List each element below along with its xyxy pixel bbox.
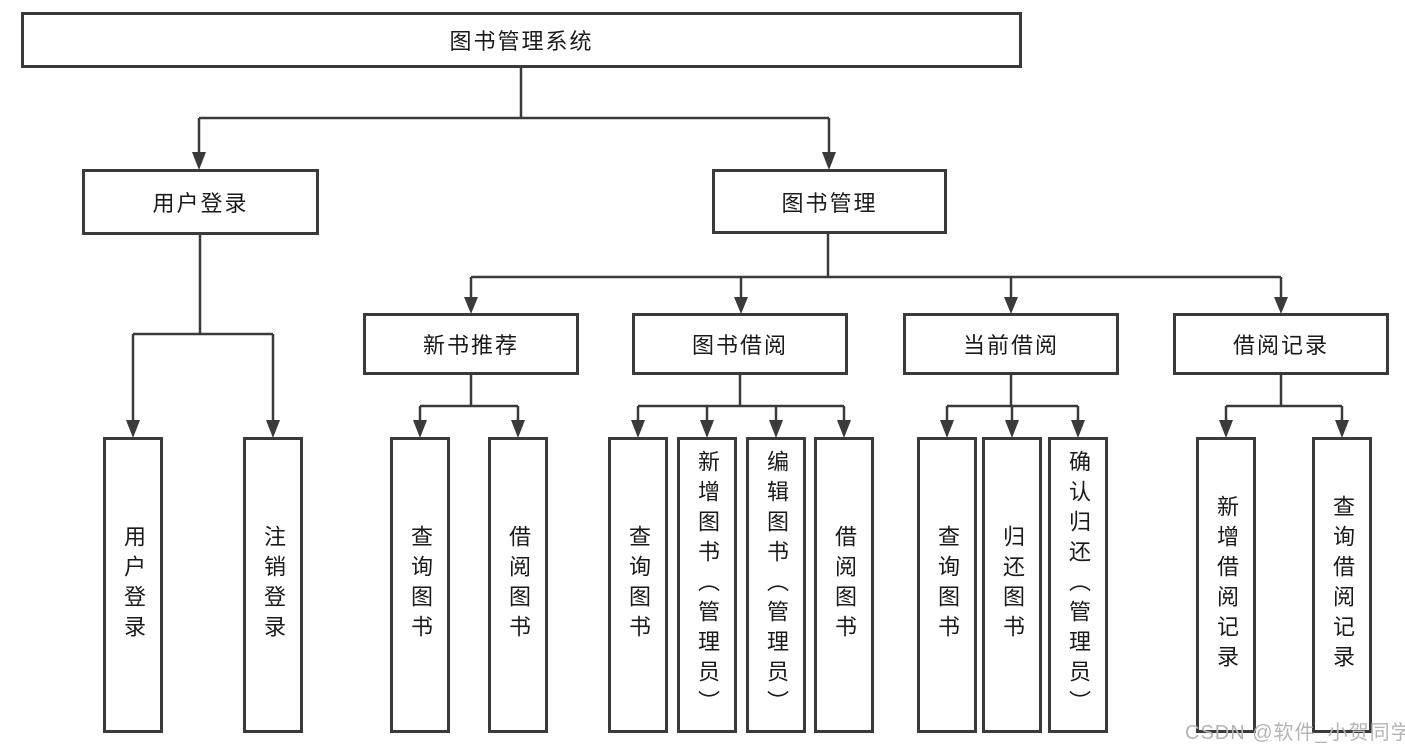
connector-current-to-leaves [945,375,1080,421]
connector-borrow-to-leaves [636,375,846,421]
leaf-borrow-add-book-admin: 新增图书（管理员） [677,437,737,733]
connector-record-to-leaves [1224,375,1344,421]
node-book-management: 图书管理 [712,169,947,234]
csdn-watermark: CSDN @软件_小贺同学 [1185,722,1405,744]
leaf-borrow-query-book: 查询图书 [608,437,668,733]
leaf-record-add-borrow-record: 新增借阅记录 [1196,437,1256,733]
leaf-recommend-query-book: 查询图书 [390,437,450,733]
node-user-login: 用户登录 [82,169,319,235]
leaf-borrow-edit-book-admin: 编辑图书（管理员） [746,437,806,733]
leaf-current-return-book: 归还图书 [982,437,1042,733]
arrowheads [126,152,1349,438]
node-borrow-record: 借阅记录 [1173,313,1389,375]
node-library-management-system: 图书管理系统 [21,12,1022,68]
leaf-record-query-borrow-record: 查询借阅记录 [1312,437,1372,733]
connector-recommend-to-leaves [418,375,520,421]
connector-manage-to-l3 [469,234,1283,298]
connector-root-to-l2 [197,68,831,154]
node-new-book-recommend: 新书推荐 [363,313,579,375]
leaf-logout: 注销登录 [243,437,303,733]
node-current-borrow: 当前借阅 [903,313,1119,375]
leaf-recommend-borrow-book: 借阅图书 [488,437,548,733]
leaf-borrow-borrow-book: 借阅图书 [814,437,874,733]
leaf-user-login: 用户登录 [103,437,163,733]
node-book-borrow: 图书借阅 [632,313,848,375]
leaf-current-confirm-return-admin: 确认归还（管理员） [1048,437,1108,733]
leaf-current-query-book: 查询图书 [917,437,977,733]
connector-login-to-leaves [131,235,275,421]
